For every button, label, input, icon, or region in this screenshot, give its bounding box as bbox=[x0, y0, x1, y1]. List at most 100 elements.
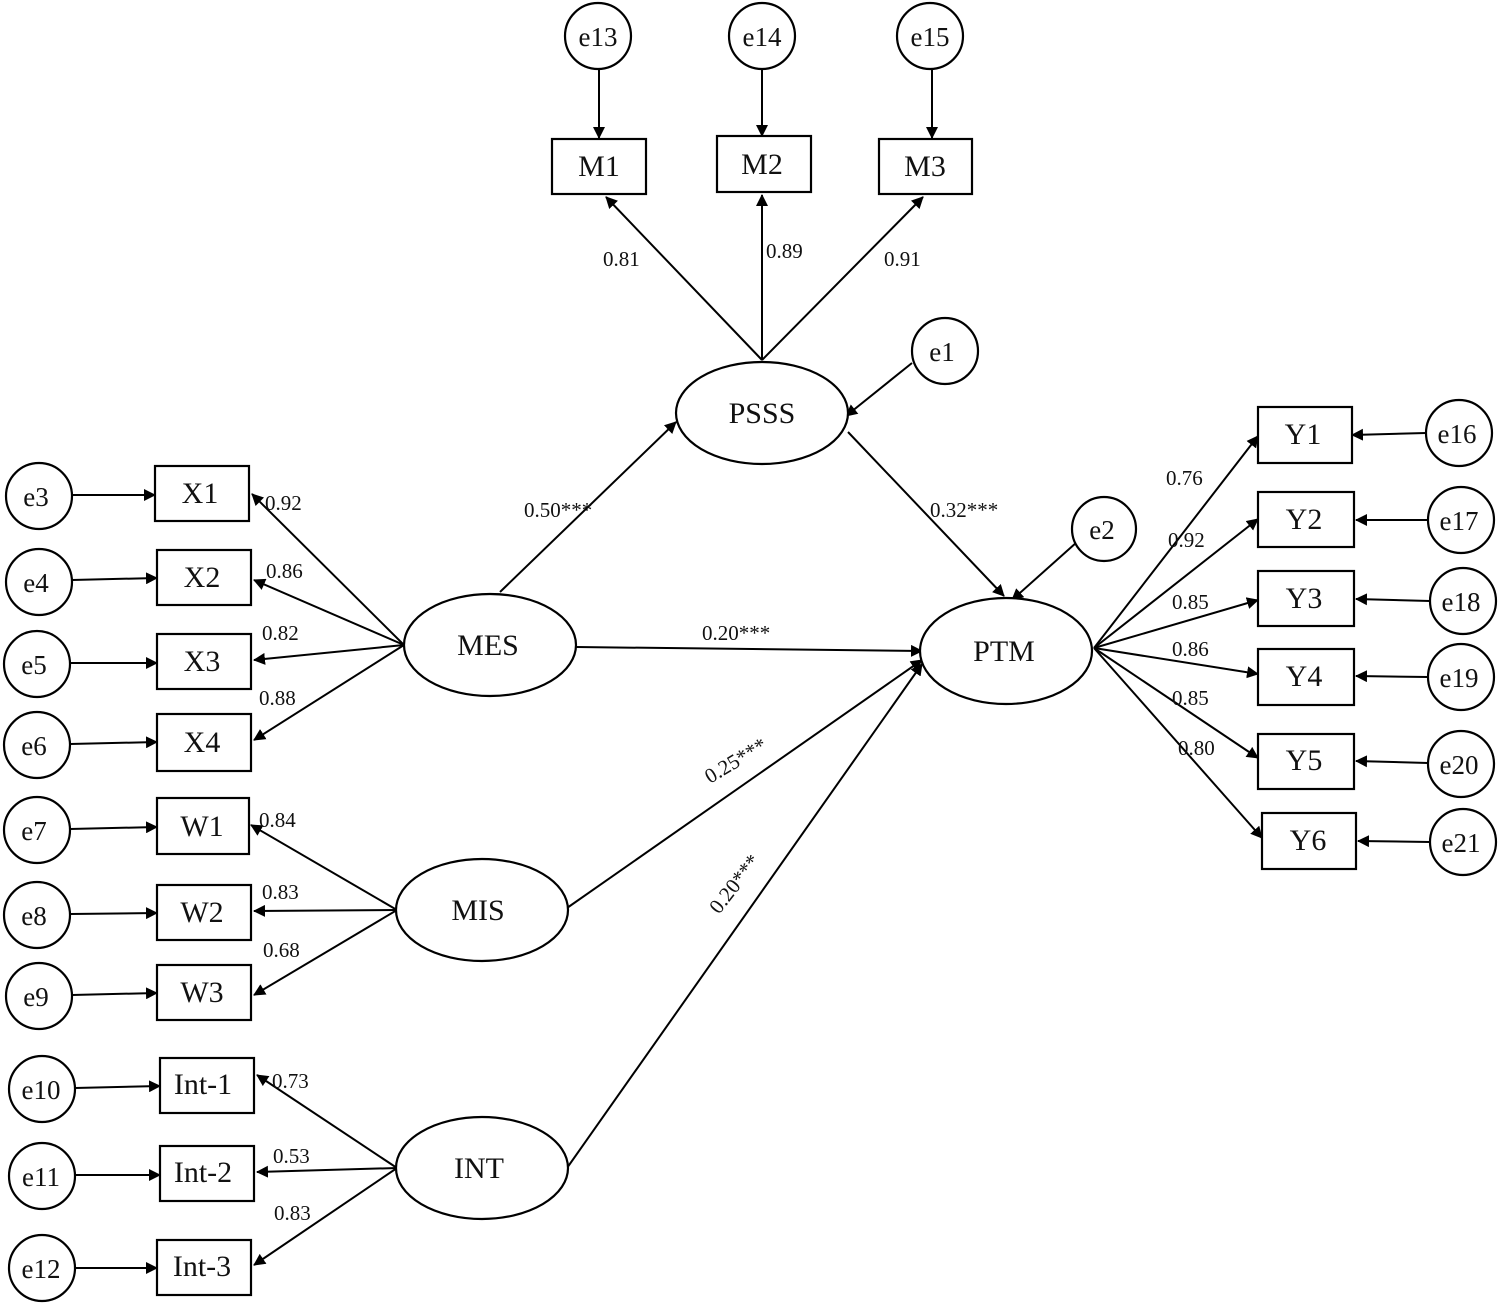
indicator-Y5: Y5 bbox=[1256, 732, 1356, 791]
edge-e20-Y5 bbox=[1355, 755, 1429, 768]
edge-e6-X4 bbox=[69, 736, 158, 749]
indicator-M2: M2 bbox=[715, 134, 813, 194]
indicator-X3-label: X3 bbox=[184, 645, 221, 678]
edge-INT-PTM bbox=[566, 663, 923, 1169]
edge-PSSS-M3 bbox=[761, 196, 924, 361]
error-e10: e10 bbox=[7, 1054, 77, 1124]
indicator-Int-2: Int-2 bbox=[158, 1144, 256, 1203]
loading-PTM-Y2: 0.92 bbox=[1168, 528, 1205, 552]
latent-MES-label: MES bbox=[457, 629, 519, 662]
edge-INT-Int2 bbox=[256, 1165, 398, 1178]
error-e3: e3 bbox=[4, 461, 74, 531]
error-e13: e13 bbox=[563, 1, 633, 71]
edge-MES-X4 bbox=[253, 644, 405, 741]
loading-PSSS-M2: 0.89 bbox=[766, 239, 803, 263]
error-e8: e8 bbox=[2, 880, 72, 950]
latent-PTM: PTM bbox=[918, 596, 1094, 706]
error-e18: e18 bbox=[1428, 566, 1498, 636]
indicator-Y2: Y2 bbox=[1256, 490, 1356, 549]
indicator-X2-label: X2 bbox=[184, 561, 221, 594]
error-e6: e6 bbox=[2, 710, 72, 780]
indicator-Int-2-label: Int-2 bbox=[174, 1156, 232, 1189]
indicator-Y5-label: Y5 bbox=[1286, 744, 1323, 777]
error-e4-label: e4 bbox=[23, 568, 49, 598]
edges bbox=[69, 68, 1431, 1274]
indicator-W1: W1 bbox=[155, 796, 251, 856]
error-e12-label: e12 bbox=[22, 1254, 61, 1284]
indicator-M2-label: M2 bbox=[741, 148, 783, 181]
latent-PSSS: PSSS bbox=[674, 360, 850, 466]
indicator-M3: M3 bbox=[877, 137, 974, 196]
indicator-Int-3-label: Int-3 bbox=[173, 1250, 231, 1283]
indicator-X1: X1 bbox=[153, 464, 251, 523]
loading-PSSS-M3: 0.91 bbox=[884, 247, 921, 271]
error-e11-label: e11 bbox=[22, 1162, 60, 1192]
edge-e1-PSSS bbox=[845, 362, 913, 417]
indicator-W3-label: W3 bbox=[180, 976, 223, 1009]
edge-e4-X2 bbox=[71, 572, 158, 585]
indicator-Int-1-label: Int-1 bbox=[174, 1068, 232, 1101]
latent-PSSS-label: PSSS bbox=[729, 397, 796, 430]
error-e14: e14 bbox=[727, 1, 797, 71]
edge-MES-X2 bbox=[253, 578, 405, 646]
edge-PSSS-M1 bbox=[605, 196, 763, 361]
loading-INT-Int2: 0.53 bbox=[273, 1144, 310, 1168]
latent-variables: PSSS MES MIS INT PTM bbox=[394, 360, 1094, 1221]
edge-e10-Int1 bbox=[74, 1080, 161, 1093]
error-e15-label: e15 bbox=[911, 22, 950, 52]
path-MES-PTM: 0.20*** bbox=[702, 621, 770, 645]
edge-PTM-Y6 bbox=[1093, 647, 1263, 839]
error-e5: e5 bbox=[2, 629, 72, 699]
error-e21: e21 bbox=[1428, 807, 1498, 877]
indicator-Y6-label: Y6 bbox=[1290, 824, 1327, 857]
indicator-Y4-label: Y4 bbox=[1286, 660, 1323, 693]
loading-MES-X2: 0.86 bbox=[266, 559, 303, 583]
edge-MIS-W3 bbox=[253, 909, 398, 996]
error-e16: e16 bbox=[1424, 398, 1494, 468]
loading-MES-X1: 0.92 bbox=[265, 491, 302, 515]
error-e19: e19 bbox=[1426, 642, 1496, 712]
loading-PTM-Y4: 0.86 bbox=[1172, 637, 1209, 661]
loading-PTM-Y5: 0.85 bbox=[1172, 686, 1209, 710]
loading-PTM-Y1: 0.76 bbox=[1166, 466, 1203, 490]
latent-MES: MES bbox=[402, 592, 578, 698]
error-e13-label: e13 bbox=[579, 22, 618, 52]
loading-MES-X4: 0.88 bbox=[259, 686, 296, 710]
indicator-W2-label: W2 bbox=[180, 896, 223, 929]
indicator-Y1: Y1 bbox=[1256, 405, 1354, 465]
edge-INT-Int3 bbox=[253, 1167, 398, 1266]
indicators: M1 M2 M3 X1 X2 X3 X4 W1 bbox=[153, 134, 1358, 1297]
loading-MES-X3: 0.82 bbox=[262, 621, 299, 645]
error-e8-label: e8 bbox=[21, 901, 46, 931]
edge-MES-X1 bbox=[251, 493, 405, 646]
indicator-W2: W2 bbox=[155, 883, 253, 942]
edge-PTM-Y4 bbox=[1093, 647, 1259, 679]
latent-INT-label: INT bbox=[454, 1152, 504, 1185]
edge-MIS-W1 bbox=[250, 824, 398, 911]
edge-PTM-Y3 bbox=[1093, 597, 1259, 649]
error-e1: e1 bbox=[910, 316, 980, 386]
error-e16-label: e16 bbox=[1438, 419, 1477, 449]
edge-INT-Int1 bbox=[256, 1074, 398, 1169]
edge-PTM-Y1 bbox=[1093, 435, 1259, 649]
error-e5-label: e5 bbox=[21, 650, 46, 680]
indicator-Y3: Y3 bbox=[1256, 569, 1356, 628]
loading-PTM-Y6: 0.80 bbox=[1178, 736, 1215, 760]
loading-MIS-W3: 0.68 bbox=[263, 938, 300, 962]
error-e9-label: e9 bbox=[23, 982, 48, 1012]
error-e9: e9 bbox=[4, 961, 74, 1031]
error-e18-label: e18 bbox=[1442, 587, 1481, 617]
latent-MIS-label: MIS bbox=[451, 894, 504, 927]
path-MIS-PTM: 0.25*** bbox=[700, 733, 771, 789]
indicator-W3: W3 bbox=[155, 963, 253, 1022]
indicator-Y1-label: Y1 bbox=[1285, 418, 1322, 451]
indicator-M1: M1 bbox=[550, 137, 648, 196]
error-e15: e15 bbox=[895, 1, 965, 71]
indicator-Y4: Y4 bbox=[1256, 647, 1356, 707]
error-e4: e4 bbox=[4, 547, 74, 617]
edge-MES-X3 bbox=[253, 644, 405, 665]
edge-MIS-W2 bbox=[253, 904, 398, 917]
loading-MIS-W2: 0.83 bbox=[262, 880, 299, 904]
